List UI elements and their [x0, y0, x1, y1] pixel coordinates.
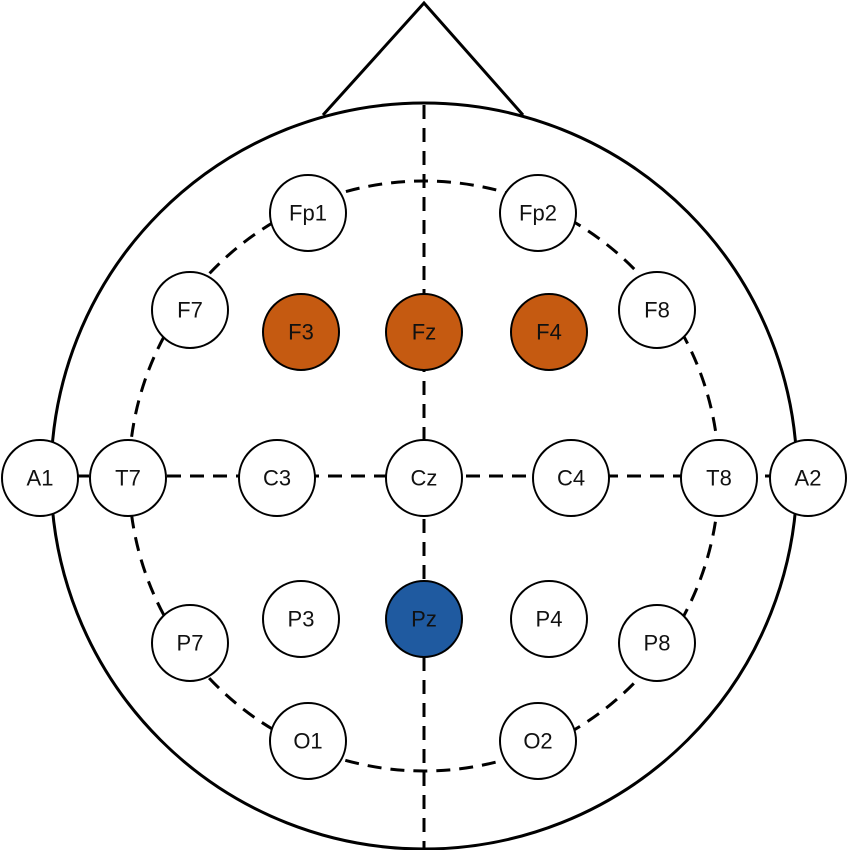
electrode-fz: Fz: [385, 293, 463, 371]
electrode-f7: F7: [151, 271, 229, 349]
electrode-c4: C4: [532, 439, 610, 517]
electrode-f7-marker: [151, 271, 229, 349]
electrode-f8-marker: [618, 271, 696, 349]
electrode-pz-label: Pz: [411, 607, 437, 632]
electrode-o2-label: O2: [523, 729, 552, 754]
electrode-f4-marker: [510, 293, 588, 371]
electrode-t7: T7: [89, 439, 167, 517]
electrode-c3: C3: [238, 439, 316, 517]
electrode-p3-label: P3: [288, 607, 315, 632]
electrode-p3: P3: [262, 580, 340, 658]
electrode-t8: T8: [680, 439, 758, 517]
electrode-p7: P7: [151, 604, 229, 682]
electrode-p8: P8: [618, 604, 696, 682]
nose-outline: [321, 0, 525, 117]
electrode-c4-marker: [532, 439, 610, 517]
electrode-c4-label: C4: [557, 466, 585, 491]
electrode-fz-marker: [385, 293, 463, 371]
electrode-a1-marker: [1, 439, 79, 517]
electrode-a2: A2: [769, 439, 847, 517]
electrode-f3-label: F3: [288, 320, 314, 345]
electrode-p7-marker: [151, 604, 229, 682]
electrode-p8-marker: [618, 604, 696, 682]
electrode-pz: Pz: [385, 580, 463, 658]
electrode-p7-label: P7: [177, 631, 204, 656]
electrode-f4-label: F4: [536, 320, 562, 345]
electrode-f8-label: F8: [644, 298, 670, 323]
electrode-t7-label: T7: [115, 466, 141, 491]
electrode-t7-marker: [89, 439, 167, 517]
electrode-p3-marker: [262, 580, 340, 658]
electrode-p4-label: P4: [536, 607, 563, 632]
electrode-o2-marker: [499, 702, 577, 780]
electrode-f8: F8: [618, 271, 696, 349]
electrode-fp1-label: Fp1: [289, 201, 327, 226]
electrode-o1: O1: [269, 702, 347, 780]
electrode-o1-marker: [269, 702, 347, 780]
electrode-a1: A1: [1, 439, 79, 517]
electrode-o1-label: O1: [293, 729, 322, 754]
electrode-c3-label: C3: [263, 466, 291, 491]
electrode-fp2: Fp2: [499, 174, 577, 252]
electrode-t8-label: T8: [706, 466, 732, 491]
electrode-fp2-label: Fp2: [519, 201, 557, 226]
electrode-f4: F4: [510, 293, 588, 371]
electrode-c3-marker: [238, 439, 316, 517]
electrode-o2: O2: [499, 702, 577, 780]
electrode-a2-label: A2: [795, 466, 822, 491]
electrode-cz-label: Cz: [411, 466, 438, 491]
electrode-fp2-marker: [499, 174, 577, 252]
electrode-p8-label: P8: [644, 631, 671, 656]
electrode-t8-marker: [680, 439, 758, 517]
electrode-pz-marker: [385, 580, 463, 658]
electrode-f3-marker: [262, 293, 340, 371]
electrode-cz-marker: [385, 439, 463, 517]
electrode-cz: Cz: [385, 439, 463, 517]
electrode-p4-marker: [510, 580, 588, 658]
electrode-a2-marker: [769, 439, 847, 517]
electrode-fz-label: Fz: [412, 320, 436, 345]
electrode-p4: P4: [510, 580, 588, 658]
electrode-fp1-marker: [269, 174, 347, 252]
electrode-f7-label: F7: [177, 298, 203, 323]
electrode-a1-label: A1: [27, 466, 54, 491]
electrode-f3: F3: [262, 293, 340, 371]
electrode-fp1: Fp1: [269, 174, 347, 252]
